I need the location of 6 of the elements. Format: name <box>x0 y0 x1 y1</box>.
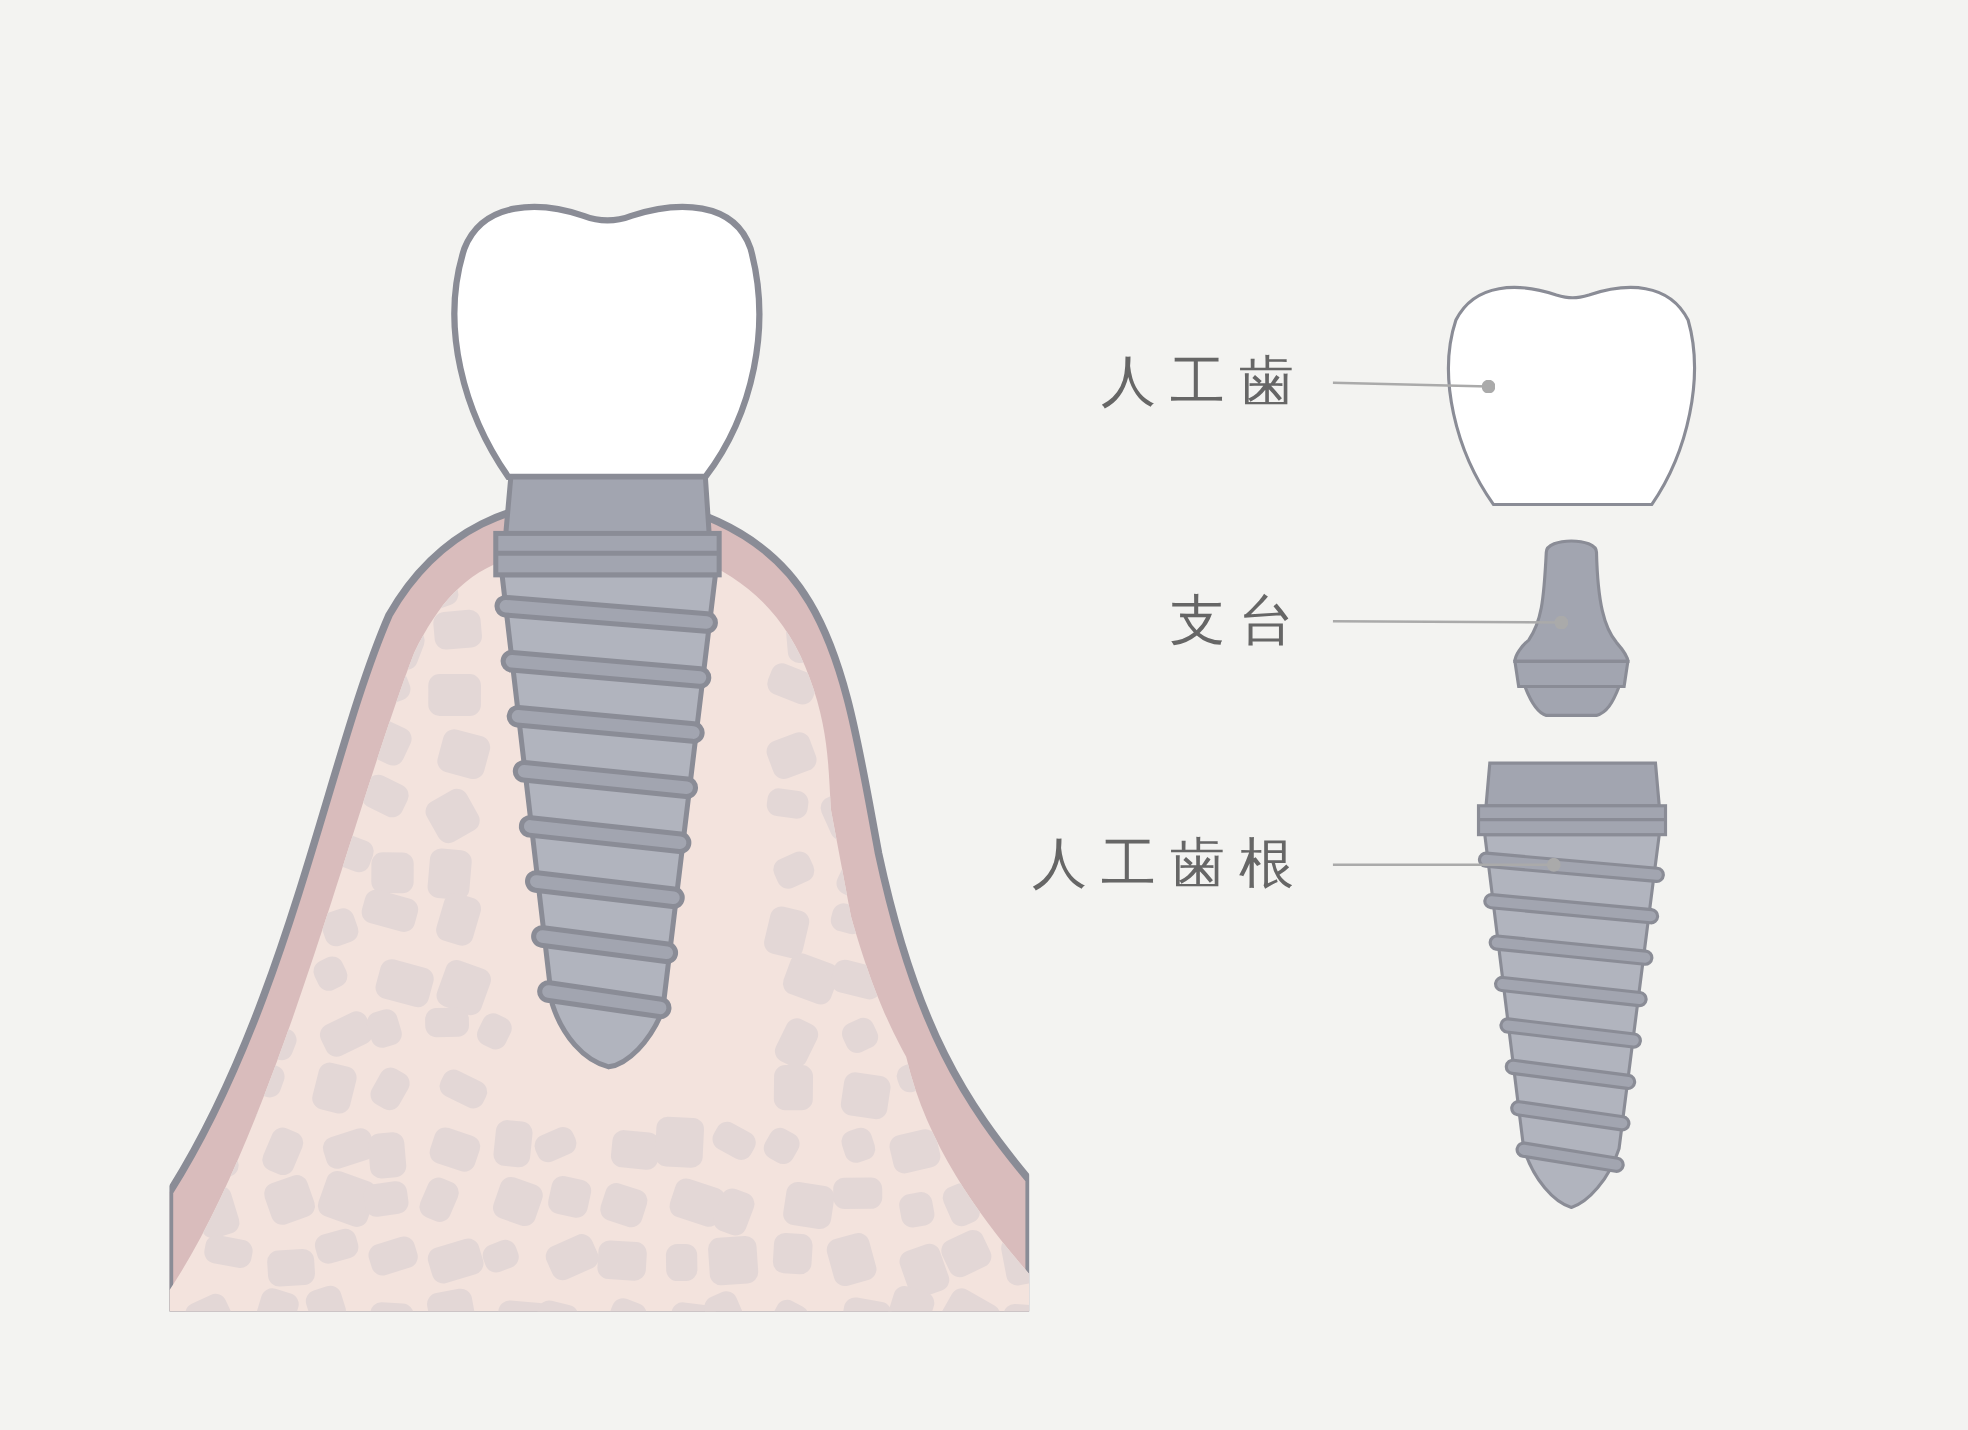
part-label: 人工歯根 <box>1030 833 1308 894</box>
leader-line <box>1332 615 1569 630</box>
part-label: 人工歯 <box>1099 351 1308 412</box>
leader-line <box>1332 379 1496 394</box>
leader-line <box>1332 857 1561 872</box>
part-label: 支台 <box>1168 589 1308 651</box>
